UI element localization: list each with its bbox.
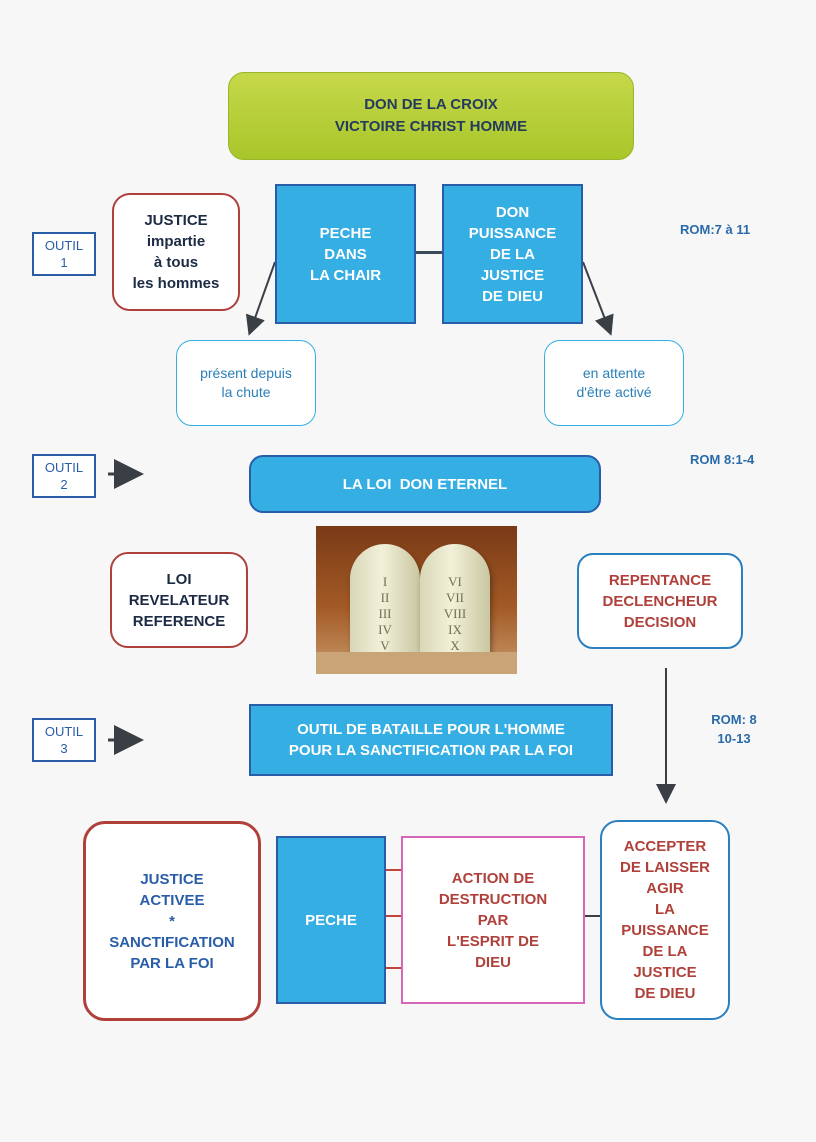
sand-ground [316,652,517,674]
numeral: IX [448,622,462,637]
justice-line: à tous [153,254,199,271]
numeral: X [450,638,460,653]
accepter-line: DE LA [642,943,688,960]
title-line1: DON DE LA CROIX [364,96,498,113]
peche-box: PECHE [276,836,386,1004]
outil-text: OUTIL [44,724,84,739]
outil-1-label: OUTIL 1 [32,232,96,276]
arrow-peche-to-present [245,261,276,336]
justice-activee-box: JUSTICE ACTIVEE * SANCTIFICATION PAR LA … [83,821,261,1021]
peche-line: DANS [324,245,367,263]
right-tablet: VI VII VIII IX X [420,544,490,662]
outil-3-label: OUTIL 3 [32,718,96,762]
justice-line: JUSTICE [144,212,208,229]
peche-text: PECHE [305,911,357,929]
numeral: II [380,590,390,605]
left-tablet: I II III IV V [350,544,420,662]
justice-impartie-box: JUSTICE impartie à tous les hommes [112,193,240,311]
don-puissance-box: DON PUISSANCE DE LA JUSTICE DE DIEU [442,184,583,324]
loi-line: LOI [166,570,192,588]
rom-reference-3: ROM: 8 10-13 [704,710,764,748]
don-line: DON [495,203,530,221]
present-line: présent depuis [200,365,292,381]
accepter-line: PUISSANCE [621,922,709,939]
outil-2-label: OUTIL 2 [32,454,96,498]
rom3-line2: 10-13 [717,731,751,746]
action-line: DESTRUCTION [438,890,548,908]
loi-line: REVELATEUR [128,591,230,609]
title-line2: VICTOIRE CHRIST HOMME [334,118,528,135]
present-line: la chute [221,384,271,400]
loi-revelateur-box: LOI REVELATEUR REFERENCE [110,552,248,648]
action-line: PAR [477,911,509,929]
rom-reference-1: ROM:7 à 11 [680,222,751,237]
accepter-line: LA [655,901,675,918]
outil-number: 3 [60,741,68,756]
repentance-line: DECLENCHEUR [602,592,718,610]
attente-line: d'être activé [576,384,652,400]
accepter-line: DE DIEU [634,985,696,1002]
justice-activee-line: PAR LA FOI [130,954,214,972]
rom-reference-2: ROM 8:1-4 [690,452,755,467]
repentance-line: REPENTANCE [608,571,712,589]
justice-activee-line: SANCTIFICATION [109,933,235,951]
peche-line: LA CHAIR [309,266,382,284]
outil-de-bataille-box: OUTIL DE BATAILLE POUR L'HOMME POUR LA S… [249,704,613,776]
present-depuis-box: présent depuis la chute [176,340,316,426]
numeral: VII [445,590,465,605]
justice-activee-line: JUSTICE [140,870,204,888]
loi-line: REFERENCE [132,612,226,630]
peche-dans-la-chair-box: PECHE DANS LA CHAIR [275,184,416,324]
en-attente-box: en attente d'être activé [544,340,684,426]
accepter-line: DE LAISSER [619,859,710,876]
don-line: JUSTICE [480,266,545,284]
peche-line: PECHE [319,224,372,242]
don-line: DE DIEU [482,287,543,305]
accepter-line: JUSTICE [633,964,697,981]
ten-commandments-image: I II III IV V VI VII VIII IX X [316,526,517,674]
justice-activee-line: * [169,912,175,930]
connector-line [416,251,442,254]
arrow-don-to-attente [582,261,614,336]
accepter-line: AGIR [646,880,684,897]
numeral: IV [378,622,392,637]
bataille-line1: OUTIL DE BATAILLE POUR L'HOMME [297,721,565,738]
justice-activee-line: ACTIVEE [139,891,205,909]
action-line: L'ESPRIT DE [447,932,539,950]
don-line: DE LA [490,245,535,263]
title-box: DON DE LA CROIX VICTOIRE CHRIST HOMME [228,72,634,160]
action-line: ACTION DE [451,869,535,887]
numeral: VI [448,574,462,589]
accepter-de-laisser-agir-box: ACCEPTER DE LAISSER AGIR LA PUISSANCE DE… [600,820,730,1020]
repentance-line: DECISION [623,613,697,631]
outil-number: 2 [60,477,68,492]
bataille-line2: POUR LA SANCTIFICATION PAR LA FOI [288,742,574,759]
justice-line: impartie [146,233,206,250]
justice-line: les hommes [132,275,220,292]
outil-text: OUTIL [44,238,84,253]
don-line: PUISSANCE [468,224,557,242]
numeral: III [378,606,392,621]
outil-number: 1 [60,255,68,270]
numeral: I [382,574,388,589]
numeral: V [380,638,390,653]
loi-don-eternel-box: LA LOI DON ETERNEL [249,455,601,513]
outil-text: OUTIL [44,460,84,475]
attente-line: en attente [582,365,646,381]
numeral: VIII [443,606,467,621]
action-de-destruction-box: ACTION DE DESTRUCTION PAR L'ESPRIT DE DI… [401,836,585,1004]
action-line: DIEU [475,953,511,971]
loi-don-text: LA LOI DON ETERNEL [342,475,508,493]
repentance-box: REPENTANCE DECLENCHEUR DECISION [577,553,743,649]
accepter-line: ACCEPTER [623,838,707,855]
rom3-line1: ROM: 8 [711,712,757,727]
